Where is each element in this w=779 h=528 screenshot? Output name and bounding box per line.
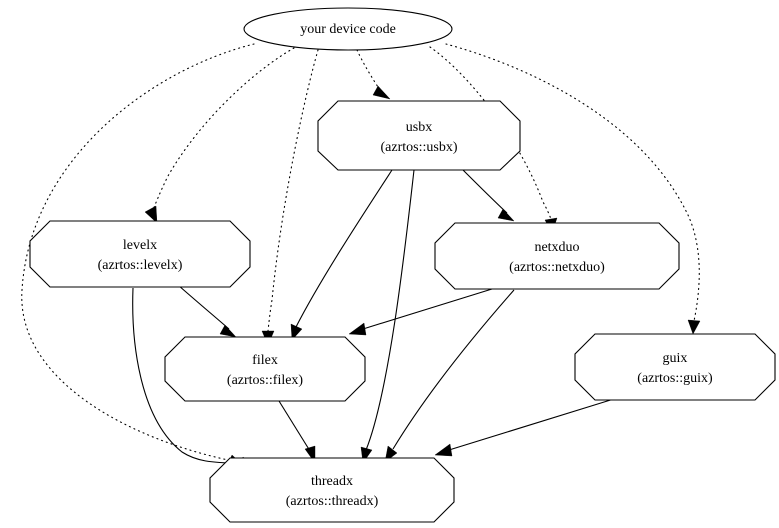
node-your-device-code[interactable]: your device code — [243, 7, 453, 51]
edge-usbx-netxduo — [458, 165, 515, 222]
node-label-levelx-line1: levelx — [123, 238, 157, 253]
node-label-filex-line1: filex — [252, 353, 278, 368]
edge-device-usbx — [356, 49, 391, 100]
node-netxduo[interactable]: netxduo (azrtos::netxduo) — [434, 222, 680, 290]
node-shape-octagon — [434, 222, 680, 290]
node-threadx[interactable]: threadx (azrtos::threadx) — [209, 457, 455, 523]
node-label-usbx-line2: (azrtos::usbx) — [381, 140, 458, 155]
edge-usbx-filex — [290, 169, 393, 341]
node-label-netxduo-line1: netxduo — [534, 240, 579, 255]
edge-usbx-threadx — [360, 169, 415, 464]
node-label-levelx-line2: (azrtos::levelx) — [98, 258, 183, 273]
node-label-device-line1: your device code — [300, 22, 396, 37]
node-shape-ellipse — [243, 7, 453, 51]
node-shape-octagon — [209, 457, 455, 523]
node-guix[interactable]: guix (azrtos::guix) — [574, 333, 776, 401]
node-levelx[interactable]: levelx (azrtos::levelx) — [29, 220, 251, 288]
node-shape-octagon — [574, 333, 776, 401]
edge-levelx-filex — [177, 284, 237, 338]
node-shape-octagon — [164, 336, 366, 402]
node-filex[interactable]: filex (azrtos::filex) — [164, 336, 366, 402]
node-label-netxduo-line2: (azrtos::netxduo) — [509, 260, 605, 275]
edge-device-guix — [445, 43, 701, 335]
node-shape-octagon — [29, 220, 251, 288]
node-shape-octagon — [317, 100, 521, 171]
node-label-usbx-line1: usbx — [406, 120, 432, 135]
node-label-guix-line2: (azrtos::guix) — [637, 371, 713, 386]
edge-guix-threadx — [434, 397, 618, 457]
edge-filex-threadx — [278, 400, 316, 464]
node-label-threadx-line2: (azrtos::threadx) — [286, 494, 379, 509]
edge-device-levelx — [144, 47, 295, 224]
edge-netxduo-filex — [348, 288, 493, 336]
node-label-guix-line1: guix — [663, 351, 688, 366]
node-layer: your device code usbx (azrtos::usbx) lev… — [29, 7, 776, 523]
node-label-filex-line2: (azrtos::filex) — [227, 373, 304, 388]
node-label-threadx-line1: threadx — [311, 474, 353, 489]
node-usbx[interactable]: usbx (azrtos::usbx) — [317, 100, 521, 171]
